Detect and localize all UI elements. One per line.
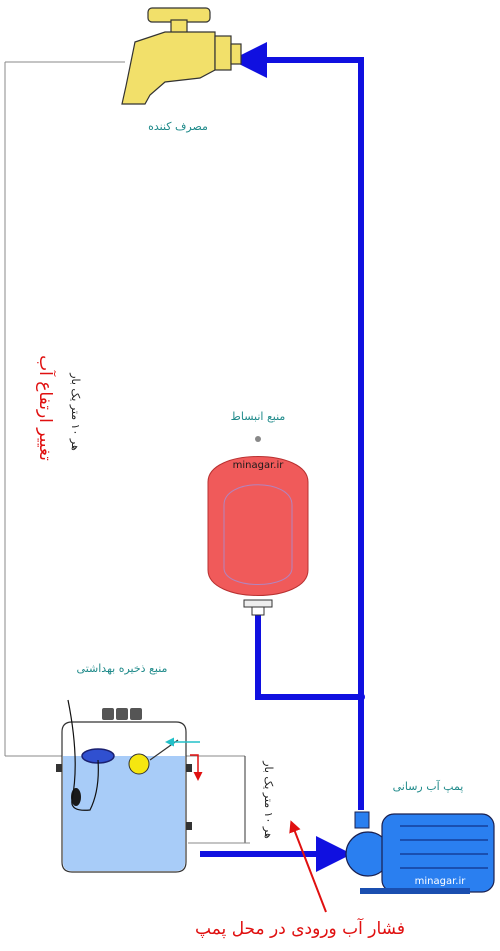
pump-label: پمپ آب رسانی xyxy=(393,779,464,793)
supply-pipe xyxy=(231,42,364,810)
expansion-tank-label: منبع انبساط xyxy=(231,410,286,423)
storage-tank-icon xyxy=(56,699,192,873)
faucet-icon xyxy=(121,7,242,105)
height-change-label: تغییر ارتفاع آب xyxy=(35,355,57,461)
tank-brand-label: minagar.ir xyxy=(233,460,285,471)
inlet-pressure-label: فشار آب ورودی در محل پمپ xyxy=(195,917,405,939)
pump-icon xyxy=(345,811,495,894)
storage-tank-label: منبع ذخیره بهداشتی xyxy=(77,662,168,675)
pipe-network xyxy=(200,42,364,872)
pressure-arrow-icon xyxy=(289,820,327,913)
consumer-label: مصرف کننده xyxy=(148,120,208,133)
pump-brand-label: minagar.ir xyxy=(415,876,467,887)
height-note-top: هر ۱۰ متر یک بار xyxy=(69,372,82,451)
expansion-tank-icon xyxy=(207,436,309,616)
height-note-bottom: هر ۱۰ متر یک بار xyxy=(262,760,275,839)
pipe-junction xyxy=(357,693,365,701)
expansion-branch-pipe xyxy=(255,615,361,700)
overflow-arrow-icon xyxy=(190,754,203,781)
